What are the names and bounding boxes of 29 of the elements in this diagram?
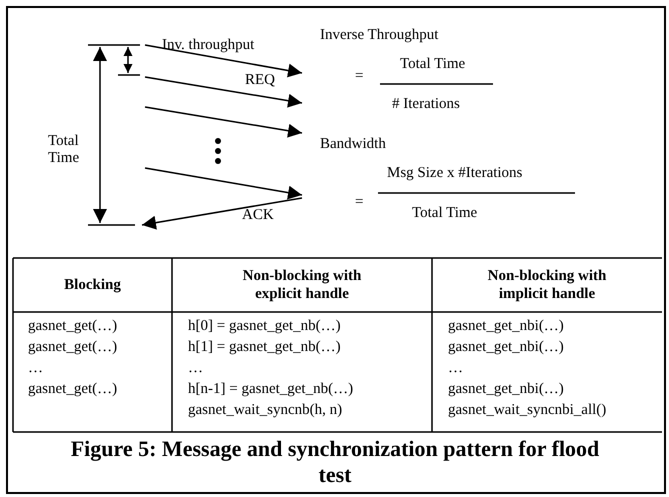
formula-term: Total Time [412, 205, 478, 222]
equals-sign: = [355, 194, 364, 211]
code-line: gasnet_get(…) [28, 381, 118, 398]
formula-term: Msg Size x #Iterations [387, 165, 522, 182]
dimension-label: Total Time [48, 133, 80, 167]
column-header: Non-blocking with explicit handle [242, 267, 362, 303]
formula-label: Bandwidth [320, 136, 386, 153]
code-line: gasnet_wait_syncnbi_all() [448, 402, 606, 419]
code-line: h[n-1] = gasnet_get_nb(…) [188, 381, 354, 398]
equals-sign: = [355, 68, 364, 85]
code-line: h[0] = gasnet_get_nb(…) [188, 318, 341, 335]
message-label: REQ [245, 72, 275, 89]
code-line: gasnet_get(…) [28, 339, 118, 356]
formula-term: Total Time [400, 56, 466, 73]
code-line: gasnet_get_nbi(…) [448, 381, 564, 398]
code-line: gasnet_get(…) [28, 318, 118, 335]
column-header: Blocking [64, 276, 121, 294]
code-line: … [28, 360, 43, 377]
formula-label: Inverse Throughput [320, 27, 438, 44]
code-line: … [188, 360, 203, 377]
formula-term: # Iterations [392, 96, 460, 113]
code-line: … [448, 360, 463, 377]
code-line: gasnet_get_nbi(…) [448, 318, 564, 335]
message-label: ACK [242, 207, 274, 224]
code-line: h[1] = gasnet_get_nb(…) [188, 339, 341, 356]
code-line: gasnet_wait_syncnb(h, n) [188, 402, 342, 419]
code-line: gasnet_get_nbi(…) [448, 339, 564, 356]
figure-caption: Figure 5: Message and synchronization pattern for flood test [70, 436, 600, 488]
column-header: Non-blocking with implicit handle [486, 267, 608, 303]
